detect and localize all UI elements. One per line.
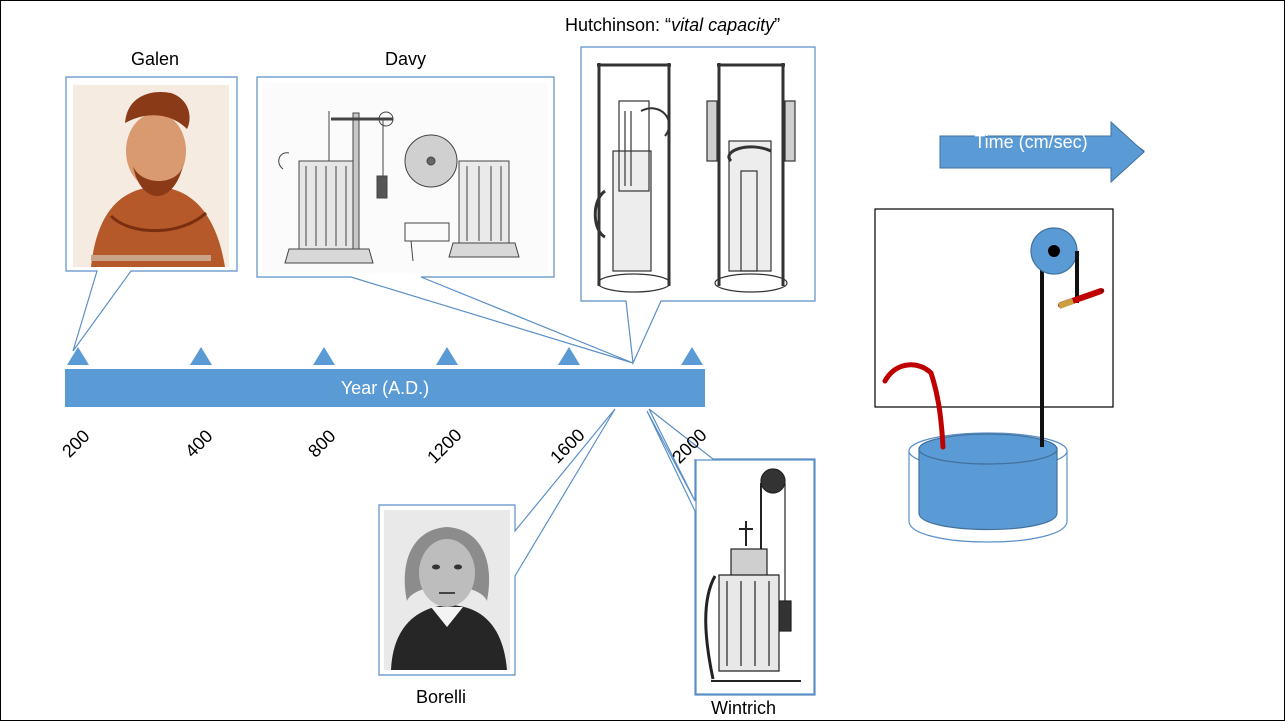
timeline-marker-6	[681, 347, 703, 365]
davy-apparatus-drawing	[263, 83, 548, 273]
galen-label: Galen	[131, 49, 180, 69]
water-bell	[918, 448, 1058, 531]
timeline-marker-1	[67, 347, 89, 365]
hutchinson-label-italic: vital capacity	[671, 15, 775, 35]
recording-pen	[1057, 288, 1105, 309]
hutchinson-spirometer-drawing	[587, 53, 809, 297]
time-arrow-label: Time (cm/sec)	[974, 132, 1088, 152]
wintrich-callout	[646, 408, 816, 696]
hutchinson-label-prefix: Hutchinson: “	[565, 15, 672, 35]
timeline-marker-5	[558, 347, 580, 365]
davy-label: Davy	[385, 49, 427, 69]
borelli-portrait	[384, 510, 510, 670]
borelli-label: Borelli	[416, 687, 467, 707]
galen-portrait	[73, 85, 229, 267]
wintrich-spirometer-drawing	[704, 468, 801, 682]
spirometer-schematic	[874, 120, 1145, 543]
recording-drum-frame	[874, 208, 1114, 408]
wintrich-label: Wintrich	[711, 698, 777, 718]
timeline-marker-4	[436, 347, 458, 365]
borelli-callout	[378, 408, 616, 676]
galen-callout	[65, 76, 238, 352]
hutchinson-label-suffix: ”	[774, 15, 781, 35]
timeline-marker-3	[313, 347, 335, 365]
hutchinson-callout	[580, 46, 816, 366]
timeline-bar-label: Year (A.D.)	[340, 378, 430, 398]
davy-callout	[256, 76, 634, 364]
breathing-tube	[882, 362, 946, 450]
timeline-marker-2	[190, 347, 212, 365]
hutchinson-label: Hutchinson: “vital capacity”	[565, 15, 780, 36]
timeline-bar: Year (A.D.)	[65, 369, 705, 407]
